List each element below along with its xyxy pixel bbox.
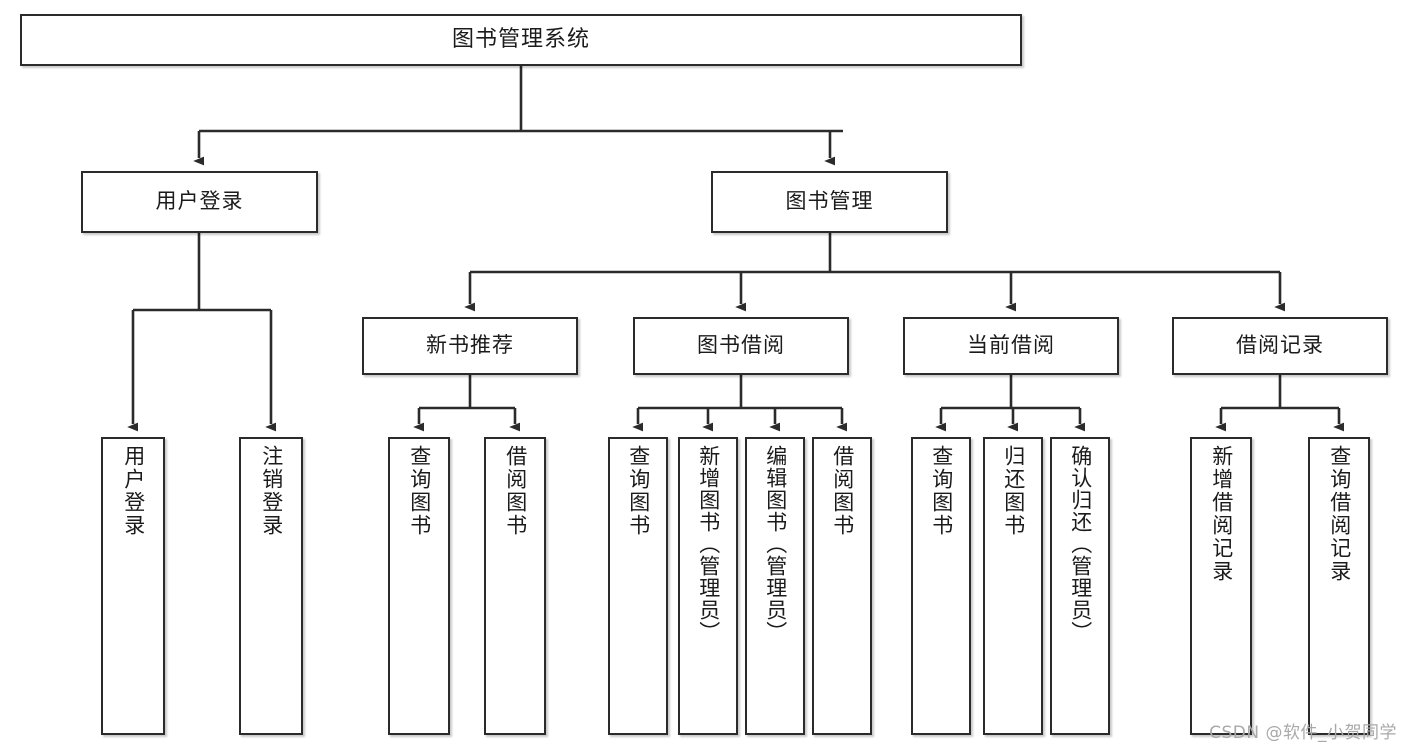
- node-book-manage[interactable]: 图书管理: [711, 171, 948, 233]
- leaf-query-book-1[interactable]: 查询图书: [388, 437, 450, 735]
- leaf-add-book-label: 新增图书（管理员）: [696, 445, 721, 643]
- leaf-query-record[interactable]: 查询借阅记录: [1308, 437, 1370, 735]
- node-new-book-recommend-label: 新书推荐: [426, 333, 514, 358]
- node-current-borrow[interactable]: 当前借阅: [903, 317, 1119, 375]
- leaf-confirm-return-label: 确认归还（管理员）: [1068, 445, 1093, 643]
- leaf-edit-book-label: 编辑图书（管理员）: [763, 445, 788, 643]
- leaf-query-record-label: 查询借阅记录: [1327, 445, 1352, 583]
- node-new-book-recommend[interactable]: 新书推荐: [362, 317, 578, 375]
- leaf-confirm-return[interactable]: 确认归还（管理员）: [1050, 437, 1110, 735]
- leaf-query-book-3[interactable]: 查询图书: [911, 437, 971, 735]
- node-book-borrow-label: 图书借阅: [697, 333, 785, 358]
- leaf-borrow-book-2-label: 借阅图书: [830, 445, 855, 537]
- node-current-borrow-label: 当前借阅: [967, 333, 1055, 358]
- node-book-manage-label: 图书管理: [785, 189, 874, 214]
- leaf-user-logout-label: 注销登录: [259, 445, 284, 537]
- leaf-borrow-book-1-label: 借阅图书: [503, 445, 528, 537]
- leaf-add-record[interactable]: 新增借阅记录: [1190, 437, 1252, 735]
- leaf-edit-book[interactable]: 编辑图书（管理员）: [745, 437, 805, 735]
- leaf-user-login[interactable]: 用户登录: [101, 437, 165, 735]
- leaf-query-book-2-label: 查询图书: [626, 445, 651, 537]
- leaf-query-book-3-label: 查询图书: [929, 445, 954, 537]
- node-user-login-label: 用户登录: [155, 189, 244, 214]
- leaf-user-login-label: 用户登录: [121, 445, 146, 537]
- node-root-label: 图书管理系统: [451, 26, 590, 52]
- node-root[interactable]: 图书管理系统: [20, 14, 1022, 66]
- leaf-query-book-1-label: 查询图书: [407, 445, 432, 537]
- leaf-user-logout[interactable]: 注销登录: [239, 437, 303, 735]
- node-book-borrow[interactable]: 图书借阅: [633, 317, 849, 375]
- csdn-watermark: CSDN @软件_小贺同学: [1209, 723, 1397, 743]
- leaf-add-book[interactable]: 新增图书（管理员）: [678, 437, 738, 735]
- leaf-add-record-label: 新增借阅记录: [1209, 445, 1234, 583]
- leaf-borrow-book-1[interactable]: 借阅图书: [484, 437, 546, 735]
- leaf-query-book-2[interactable]: 查询图书: [608, 437, 668, 735]
- node-user-login[interactable]: 用户登录: [81, 171, 318, 233]
- node-borrow-record-label: 借阅记录: [1236, 333, 1324, 358]
- leaf-return-book[interactable]: 归还图书: [983, 437, 1043, 735]
- leaf-return-book-label: 归还图书: [1001, 445, 1026, 537]
- leaf-borrow-book-2[interactable]: 借阅图书: [812, 437, 872, 735]
- node-borrow-record[interactable]: 借阅记录: [1172, 317, 1388, 375]
